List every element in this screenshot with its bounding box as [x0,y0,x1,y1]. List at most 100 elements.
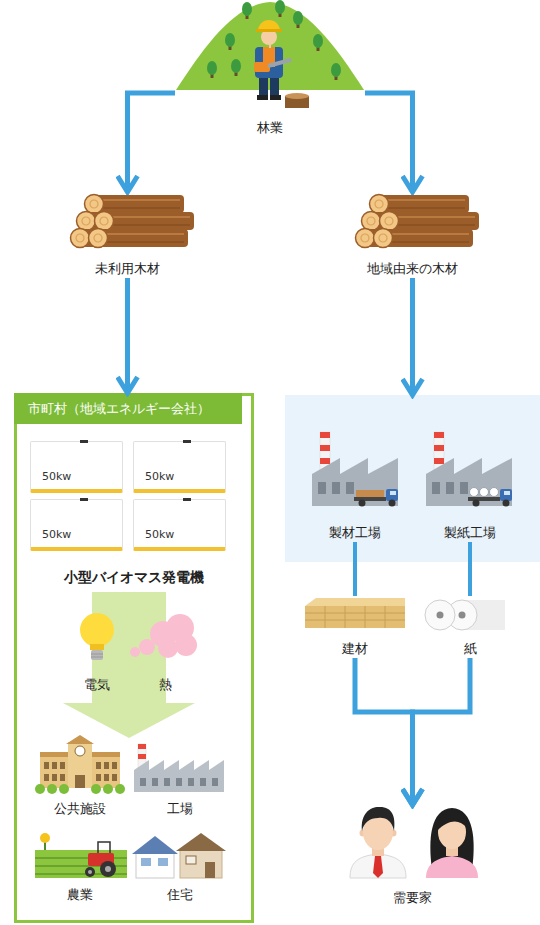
log-pile [374,229,474,248]
log-pile [85,195,185,214]
public-facility-icon [44,774,49,781]
node-caption: 50kw [42,528,71,541]
product-node: 紙 [420,596,520,658]
forest-worker [254,20,292,100]
heat-cloud-icon [150,621,176,647]
generator-box: 50kw [30,499,123,551]
output-node: 熱 [133,612,197,694]
flow-arrow [413,658,471,805]
log-pile [362,212,462,231]
generator-notch [183,440,191,443]
generator-box: 50kw [30,441,123,493]
paper-mill-icon [480,488,489,497]
sawmill-icon [312,432,398,506]
flow-arrow [410,278,415,395]
tree-stump [285,93,309,108]
mountain-illustration [207,61,217,78]
farming-icon [40,833,50,843]
user-node: 工場 [130,738,230,818]
forest-worker [267,58,291,68]
mill-node: 製材工場 [305,428,405,542]
forest-worker [255,47,283,78]
node-caption: 農業 [0,886,160,904]
factory-icon [176,778,182,786]
public-facility-icon [35,784,45,794]
public-facility-icon [104,762,109,769]
node-caption: 紙 [390,640,540,658]
house-icon [186,856,196,864]
paper-roll-icon [459,612,466,619]
lumber-icon [305,598,405,628]
house-icon [205,862,215,878]
node-caption: 工場 [100,800,260,818]
factory-icon [200,778,206,786]
paper-mill-icon [500,489,512,501]
forest-worker [261,29,277,45]
lumber-icon [305,606,405,628]
farming-icon [35,833,127,878]
flow-arrow [365,93,413,192]
mountain-illustration [231,59,241,76]
factory-icon [188,778,194,786]
generator-box: 50kw [133,441,226,493]
house-icon [141,858,151,866]
lumber-icon [365,606,366,628]
farming-icon [88,870,92,874]
sawmill-icon [389,500,396,507]
woman-icon [426,808,478,878]
forest-worker [258,20,280,31]
lumber-icon [325,606,326,628]
flow-line [468,542,472,596]
woman-icon [438,815,466,849]
user-node: 農業 [30,826,130,904]
mountain-illustration [242,2,252,19]
forest-worker [270,76,279,96]
light-bulb-icon [91,654,103,655]
factory-icon [138,754,146,759]
public-facility-icon [75,746,85,756]
woman-icon [446,845,458,856]
paper-mill-icon [426,432,512,507]
public-facility-icon [52,774,57,781]
man-icon [350,854,406,878]
node-caption: 製材工場 [275,524,435,542]
paper-roll-icon [437,612,444,619]
mill-node: 製紙工場 [420,428,520,542]
paper-roll-icon [425,600,505,630]
node-caption: 建材 [270,640,440,658]
house-icon [132,836,178,854]
node-caption: 50kw [42,470,71,483]
lumber-icon [345,606,346,628]
light-bulb-icon [91,650,103,660]
forest-worker [269,38,271,48]
group-caption: 小型バイオマス発電機 [14,568,254,586]
mountain-illustration [331,63,341,80]
heat-cloud-icon [175,634,197,656]
generator-notch [183,498,191,501]
man-icon [350,807,406,878]
mountain-illustration [313,34,323,51]
forest-worker [270,95,281,100]
user-node: 住宅 [130,826,230,904]
factory-icon [140,778,146,786]
house-icon [132,833,226,878]
mountain-illustration [275,0,285,17]
public-facility-icon [96,774,101,781]
output-node: 電気 [68,612,126,694]
node-caption: 50kw [145,470,174,483]
farming-icon [100,861,116,877]
paper-roll-icon [425,600,455,630]
product-node: 建材 [300,596,410,658]
tree-stump [285,93,309,99]
factory-icon [164,778,170,786]
man-icon [360,830,367,837]
man-icon [363,814,393,850]
energy-flow-arrow [63,703,195,738]
woman-icon [430,808,473,870]
paper-mill-icon [468,497,500,501]
public-facility-icon [68,742,92,788]
sawmill-icon [390,491,396,495]
log-pile [356,195,480,248]
